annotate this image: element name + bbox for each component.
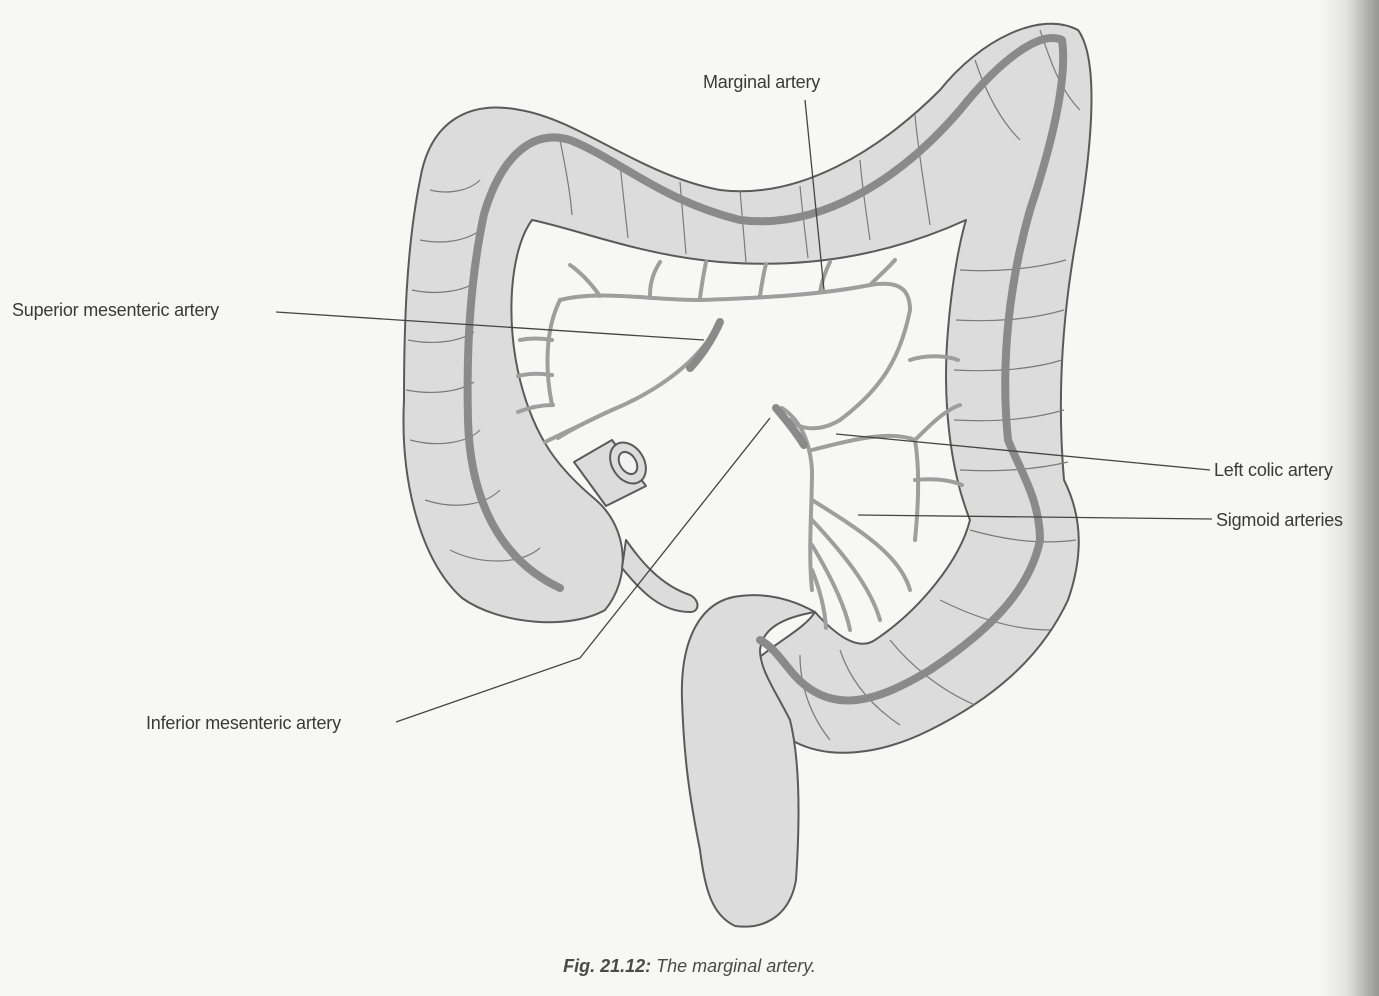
label-sigmoid-arteries: Sigmoid arteries [1216,510,1343,531]
label-left-colic-artery: Left colic artery [1214,460,1333,481]
figure-caption: Fig. 21.12: The marginal artery. [0,956,1379,977]
terminal-ileum [622,540,698,612]
figure-number: Fig. 21.12: [563,956,651,976]
label-inferior-mesenteric-artery: Inferior mesenteric artery [146,713,341,734]
label-superior-mesenteric-artery: Superior mesenteric artery [12,300,219,321]
superior-mesenteric-trunk [690,322,720,368]
figure-title: The marginal artery. [656,956,816,976]
label-marginal-artery: Marginal artery [703,72,820,93]
